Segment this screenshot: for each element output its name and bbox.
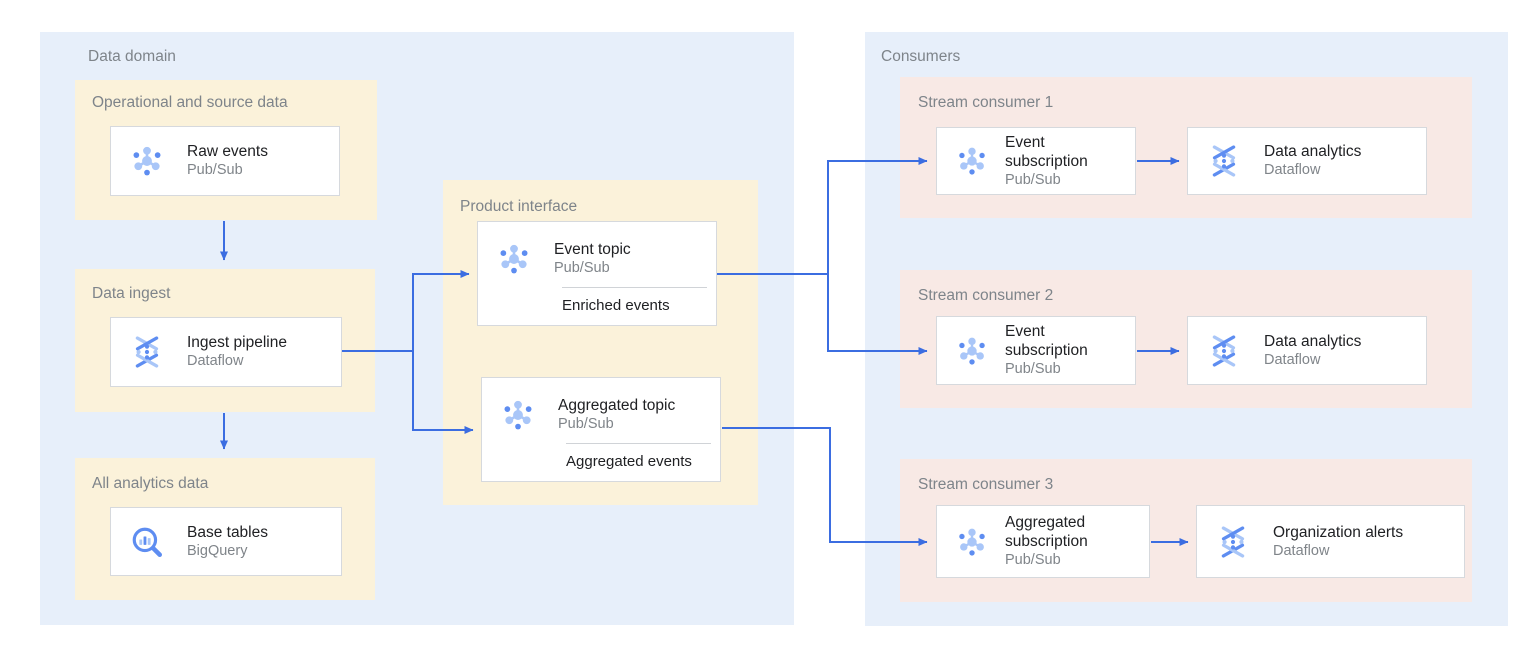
card-subtitle: BigQuery xyxy=(187,542,248,559)
ingest-pipeline-card: Ingest pipeline Dataflow xyxy=(110,317,342,387)
card-title: Base tables xyxy=(187,523,268,541)
data-domain-label: Data domain xyxy=(88,48,176,65)
card-subtitle: Pub/Sub xyxy=(1005,361,1061,377)
data-ingest-panel: Data ingest Ingest pipeline Dataflow xyxy=(75,269,375,412)
base-tables-text: Base tables BigQuery xyxy=(187,523,268,561)
base-tables-card: Base tables BigQuery xyxy=(110,507,342,576)
pubsub-icon xyxy=(496,241,532,277)
card-title: Organization alerts xyxy=(1273,523,1404,541)
data-domain-panel: Data domain Operational and source data … xyxy=(40,32,794,625)
card-title: Ingest pipeline xyxy=(187,334,287,351)
event-topic-text: Event topic Pub/Sub xyxy=(554,240,631,278)
card-subtitle: Dataflow xyxy=(1264,351,1321,368)
stream-consumer-2-panel: Stream consumer 2 Event subscription Pub… xyxy=(900,270,1472,408)
card-subtitle: Dataflow xyxy=(1273,542,1330,559)
raw-events-card: Raw events Pub/Sub xyxy=(110,126,340,196)
aggregated-subscription-card: Aggregated subscription Pub/Sub xyxy=(936,505,1150,578)
event-topic-card: Event topic Pub/Sub Enriched events xyxy=(477,221,717,326)
consumers-panel: Consumers Stream consumer 1 Event subscr… xyxy=(865,32,1508,626)
stream-consumer-3-panel: Stream consumer 3 Aggregated subscriptio… xyxy=(900,459,1472,602)
data-ingest-label: Data ingest xyxy=(92,285,171,302)
card-subtitle: Pub/Sub xyxy=(558,416,614,432)
event-topic-row: Event topic Pub/Sub xyxy=(478,222,716,284)
card-title: Event subscription xyxy=(1005,323,1088,359)
pubsub-icon xyxy=(955,144,989,178)
operational-source-data-panel: Operational and source data Raw events P… xyxy=(75,80,377,220)
stream-consumer-1-label: Stream consumer 1 xyxy=(918,94,1054,111)
card-subtitle: Pub/Sub xyxy=(1005,552,1061,568)
aggregated-topic-note: Aggregated events xyxy=(566,443,711,470)
bigquery-icon xyxy=(129,524,165,560)
card-title: Event topic xyxy=(554,241,631,258)
stream-consumer-3-label: Stream consumer 3 xyxy=(918,476,1054,493)
aggregated-topic-text: Aggregated topic Pub/Sub xyxy=(558,396,675,434)
event-subscription-card-1: Event subscription Pub/Sub xyxy=(936,127,1136,195)
card-subtitle: Dataflow xyxy=(187,353,244,369)
product-interface-label: Product interface xyxy=(460,198,578,215)
card-title: Aggregated subscription xyxy=(1005,514,1088,550)
data-analytics-text-2: Data analytics Dataflow xyxy=(1264,332,1361,370)
card-title: Data analytics xyxy=(1264,143,1362,160)
aggregated-topic-card: Aggregated topic Pub/Sub Aggregated even… xyxy=(481,377,721,482)
organization-alerts-card: Organization alerts Dataflow xyxy=(1196,505,1465,578)
aggregated-subscription-text: Aggregated subscription Pub/Sub xyxy=(1005,513,1141,570)
data-analytics-card-1: Data analytics Dataflow xyxy=(1187,127,1427,195)
dataflow-icon xyxy=(1215,524,1251,560)
data-analytics-card-2: Data analytics Dataflow xyxy=(1187,316,1427,385)
dataflow-icon xyxy=(129,334,165,370)
event-subscription-text-2: Event subscription Pub/Sub xyxy=(1005,322,1127,379)
dataflow-icon xyxy=(1206,143,1242,179)
raw-events-text: Raw events Pub/Sub xyxy=(187,142,268,180)
card-title: Raw events xyxy=(187,143,268,160)
event-topic-note: Enriched events xyxy=(562,287,707,314)
pubsub-icon xyxy=(955,334,989,368)
consumers-label: Consumers xyxy=(881,48,961,65)
product-interface-panel: Product interface Event topic Pub/Sub En… xyxy=(443,180,758,505)
card-title: Data analytics xyxy=(1264,332,1362,350)
dataflow-icon xyxy=(1206,333,1242,369)
stream-consumer-2-label: Stream consumer 2 xyxy=(918,287,1054,304)
ingest-pipeline-text: Ingest pipeline Dataflow xyxy=(187,333,287,371)
event-subscription-text-1: Event subscription Pub/Sub xyxy=(1005,133,1127,190)
card-subtitle: Pub/Sub xyxy=(554,260,610,276)
data-analytics-text-1: Data analytics Dataflow xyxy=(1264,142,1361,180)
pubsub-icon xyxy=(955,525,989,559)
pubsub-icon xyxy=(129,143,165,179)
card-subtitle: Pub/Sub xyxy=(1005,171,1061,188)
event-subscription-card-2: Event subscription Pub/Sub xyxy=(936,316,1136,385)
operational-source-data-label: Operational and source data xyxy=(92,94,288,111)
card-subtitle: Pub/Sub xyxy=(187,162,243,178)
card-title: Aggregated topic xyxy=(558,397,676,414)
all-analytics-data-panel: All analytics data Base tables BigQuery xyxy=(75,458,375,600)
aggregated-topic-row: Aggregated topic Pub/Sub xyxy=(482,378,720,440)
pubsub-icon xyxy=(500,397,536,433)
stream-consumer-1-panel: Stream consumer 1 Event subscription Pub… xyxy=(900,77,1472,218)
organization-alerts-text: Organization alerts Dataflow xyxy=(1273,523,1403,561)
card-subtitle: Dataflow xyxy=(1264,162,1321,178)
card-title: Event subscription xyxy=(1005,133,1088,170)
all-analytics-data-label: All analytics data xyxy=(92,475,209,492)
